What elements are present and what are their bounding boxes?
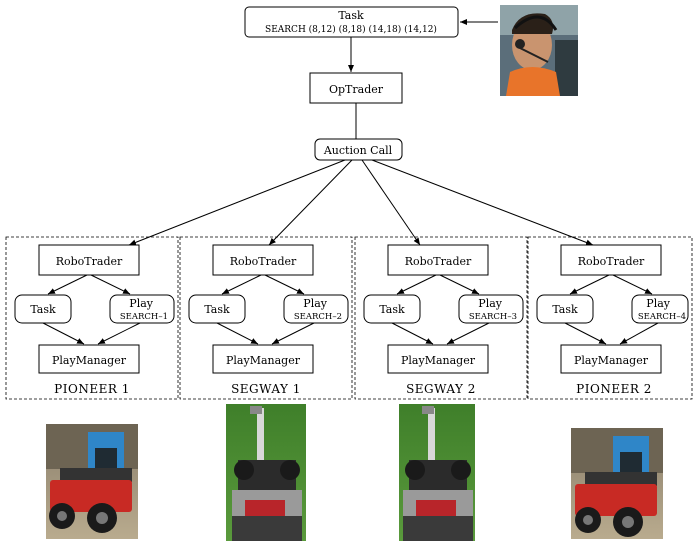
- play-label: Play: [478, 297, 502, 310]
- robotrader-to-play-arrow: [90, 274, 131, 295]
- auction-call-node: [314, 138, 403, 161]
- play-to-playmanager-arrow: [619, 322, 659, 345]
- play-search-label: SEARCH–1: [120, 312, 168, 322]
- playmanager-node: [560, 344, 662, 374]
- auction-arrow-2: [268, 159, 353, 246]
- playmanager-label: PlayManager: [401, 354, 476, 367]
- robot-name: SEGWAY 2: [406, 382, 476, 396]
- robotrader-to-task-arrow: [221, 274, 262, 295]
- playmanager-label: PlayManager: [574, 354, 649, 367]
- auction-arrow-3: [361, 159, 421, 246]
- robotrader-to-play-arrow: [612, 274, 653, 295]
- operator-photo: [500, 5, 578, 96]
- robotrader-label: RoboTrader: [56, 255, 123, 268]
- optrader-label: OpTrader: [329, 83, 384, 96]
- panel-border: [179, 236, 353, 400]
- task-to-playmanager-arrow: [564, 322, 607, 345]
- segway-2-photo: [399, 404, 475, 541]
- robotrader-node: [38, 244, 140, 276]
- task-to-playmanager-arrow: [42, 322, 85, 345]
- playmanager-node: [212, 344, 314, 374]
- play-to-playmanager-arrow: [97, 322, 141, 345]
- task-to-playmanager-arrow: [391, 322, 434, 345]
- auction-arrow-4: [371, 159, 594, 246]
- task-node-search: SEARCH (8,12) (8,18) (14,18) (14,12): [265, 24, 437, 35]
- robotrader-to-play-arrow: [264, 274, 305, 295]
- play-node: [283, 294, 349, 324]
- panel-border: [527, 236, 693, 400]
- robot-panel-3: RoboTrader Task Play SEARCH–3 PlayManage…: [354, 236, 528, 400]
- robotrader-label: RoboTrader: [405, 255, 472, 268]
- task-label: Task: [204, 303, 230, 316]
- panel-border: [5, 236, 179, 400]
- playmanager-label: PlayManager: [226, 354, 301, 367]
- robot-name: PIONEER 2: [576, 382, 652, 396]
- play-label: Play: [129, 297, 153, 310]
- play-node: [458, 294, 524, 324]
- optrader-node: [309, 72, 403, 104]
- robotrader-to-task-arrow: [569, 274, 610, 295]
- play-label: Play: [303, 297, 327, 310]
- robotrader-to-task-arrow: [396, 274, 437, 295]
- play-label: Play: [646, 297, 670, 310]
- robotrader-to-play-arrow: [439, 274, 480, 295]
- play-node: [631, 294, 689, 324]
- play-search-label: SEARCH–2: [294, 312, 342, 322]
- auction-call-label: Auction Call: [323, 144, 393, 157]
- playmanager-node: [387, 344, 489, 374]
- play-to-playmanager-arrow: [271, 322, 315, 345]
- task-label: Task: [379, 303, 405, 316]
- robotrader-to-task-arrow: [47, 274, 88, 295]
- playmanager-node: [38, 344, 140, 374]
- robot-name: SEGWAY 1: [231, 382, 301, 396]
- segway-1-photo: [226, 404, 306, 541]
- robot-panel-2: RoboTrader Task Play SEARCH–2 PlayManage…: [179, 236, 353, 400]
- robotrader-node: [212, 244, 314, 276]
- playmanager-label: PlayManager: [52, 354, 127, 367]
- task-label: Task: [30, 303, 56, 316]
- pioneer-1-photo: [46, 424, 138, 539]
- robotrader-node: [560, 244, 662, 276]
- task-to-playmanager-arrow: [216, 322, 259, 345]
- robot-panel-4: RoboTrader Task Play SEARCH–4 PlayManage…: [527, 236, 693, 400]
- play-to-playmanager-arrow: [446, 322, 490, 345]
- auction-arrow-1: [128, 159, 346, 246]
- panel-border: [354, 236, 528, 400]
- task-label: Task: [552, 303, 578, 316]
- robot-name: PIONEER 1: [54, 382, 130, 396]
- play-search-label: SEARCH–3: [469, 312, 517, 322]
- play-search-label: SEARCH–4: [638, 312, 686, 322]
- robotrader-node: [387, 244, 489, 276]
- play-node: [109, 294, 175, 324]
- task-node-label: Task: [338, 9, 364, 22]
- robotrader-label: RoboTrader: [578, 255, 645, 268]
- robot-panel-1: RoboTrader Task Play SEARCH–1 PlayManage…: [5, 236, 179, 400]
- robotrader-label: RoboTrader: [230, 255, 297, 268]
- pioneer-2-photo: [571, 428, 663, 539]
